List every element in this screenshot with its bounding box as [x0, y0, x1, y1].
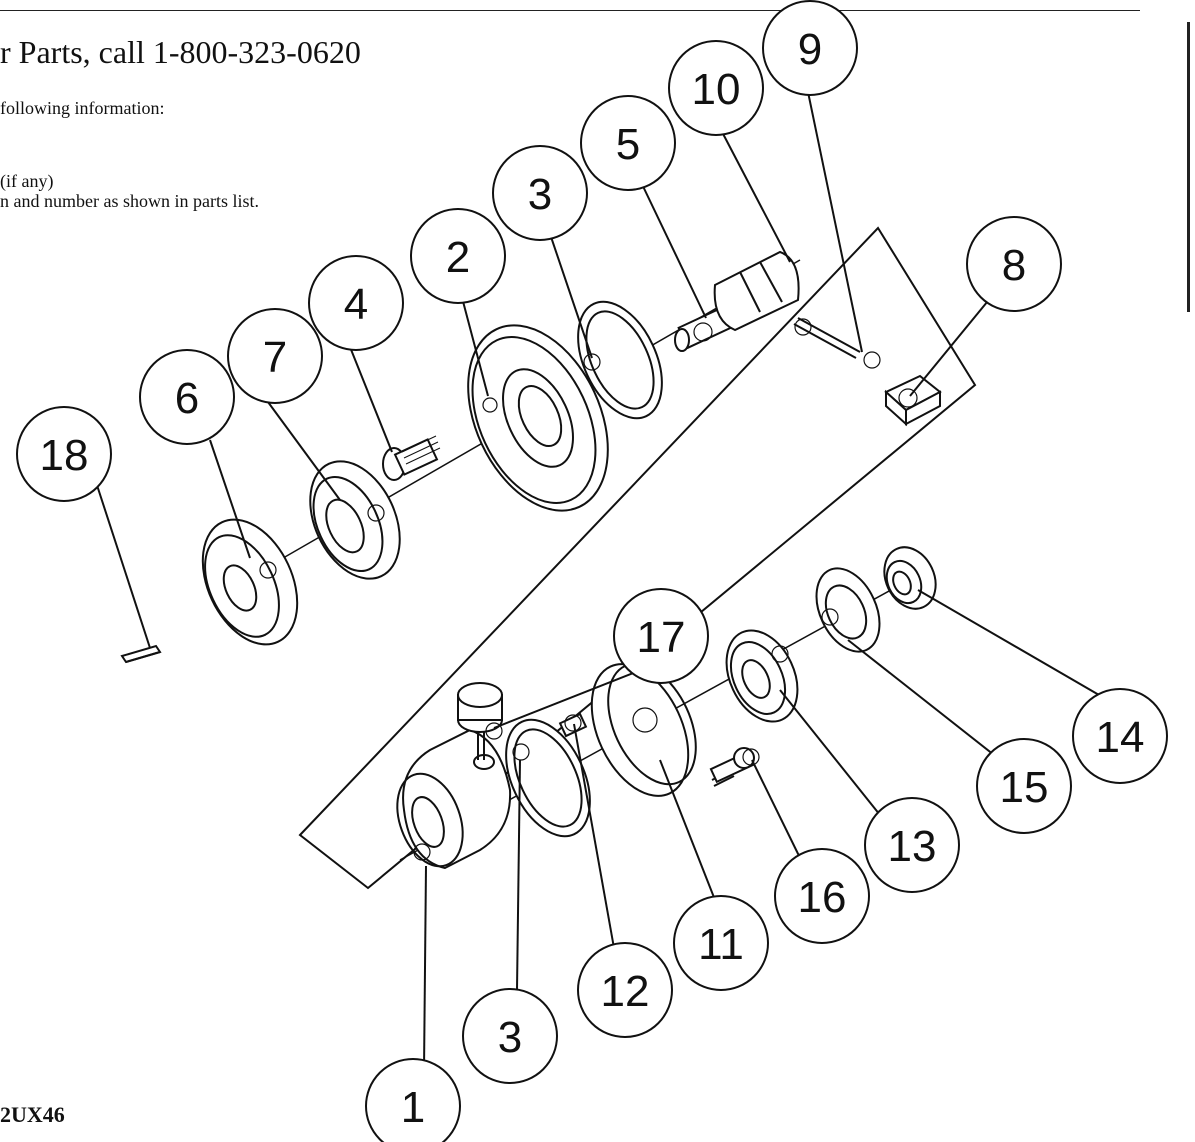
sidebar-edge-mark [1187, 22, 1190, 312]
callout-18: 18 [16, 406, 112, 502]
part-6-bearing [201, 518, 299, 646]
svg-text:13: 13 [888, 822, 937, 871]
callout-2: 2 [410, 208, 506, 304]
svg-text:16: 16 [798, 873, 847, 922]
part-14-plug [883, 546, 937, 610]
svg-text:18: 18 [40, 431, 89, 480]
svg-text:12: 12 [601, 967, 650, 1016]
page-title: r Parts, call 1-800-323-0620 [0, 34, 361, 70]
part-8-block [884, 374, 942, 427]
callout-1: 1 [365, 1058, 461, 1142]
callout-13: 13 [864, 797, 960, 893]
part-18-key [120, 644, 162, 664]
model-number: 2UX46 [0, 1102, 65, 1127]
svg-text:9: 9 [798, 25, 822, 74]
callout-15: 15 [976, 738, 1072, 834]
svg-text:5: 5 [616, 120, 640, 169]
svg-text:14: 14 [1096, 713, 1145, 762]
svg-text:1: 1 [401, 1083, 425, 1132]
part-9-vane [793, 317, 881, 369]
callout-7: 7 [227, 308, 323, 404]
callout-6: 6 [139, 349, 235, 445]
svg-text:2: 2 [446, 233, 470, 282]
info-line-3: n and number as shown in parts list. [0, 191, 259, 211]
part-16-bolt [709, 747, 760, 787]
callout-4: 4 [308, 255, 404, 351]
callout-17: 17 [613, 588, 709, 684]
part-17-filter-cap [457, 682, 503, 760]
info-line-1: following information: [0, 98, 165, 118]
svg-text:8: 8 [1002, 241, 1026, 290]
svg-text:3: 3 [498, 1013, 522, 1062]
callout-3-upper: 3 [492, 145, 588, 241]
callout-5: 5 [580, 95, 676, 191]
part-2-housing [467, 324, 609, 512]
part-13-bearing [725, 629, 799, 723]
svg-text:6: 6 [175, 374, 199, 423]
callout-8: 8 [966, 216, 1062, 312]
callout-14: 14 [1072, 688, 1168, 784]
callout-9: 9 [762, 0, 858, 96]
part-10-rotor [713, 250, 800, 332]
part-1-pump-body [396, 728, 512, 870]
svg-text:15: 15 [1000, 763, 1049, 812]
svg-text:3: 3 [528, 170, 552, 219]
svg-text:7: 7 [263, 333, 287, 382]
svg-text:11: 11 [698, 920, 744, 969]
top-rule [0, 10, 1140, 11]
callout-3-lower: 3 [462, 988, 558, 1084]
callout-10: 10 [668, 40, 764, 136]
svg-text:17: 17 [637, 613, 686, 662]
leader-lines [93, 91, 1119, 1071]
svg-text:4: 4 [344, 280, 368, 329]
callout-11: 11 [673, 895, 769, 991]
part-12-screw [558, 712, 588, 738]
callout-16: 16 [774, 848, 870, 944]
info-line-2: (if any) [0, 171, 54, 191]
part-15-washer [815, 567, 881, 653]
part-3-gasket-upper [577, 300, 663, 420]
callout-12: 12 [577, 942, 673, 1038]
part-4-screw [382, 435, 441, 481]
svg-text:10: 10 [692, 65, 741, 114]
assembly-outline [298, 226, 977, 890]
